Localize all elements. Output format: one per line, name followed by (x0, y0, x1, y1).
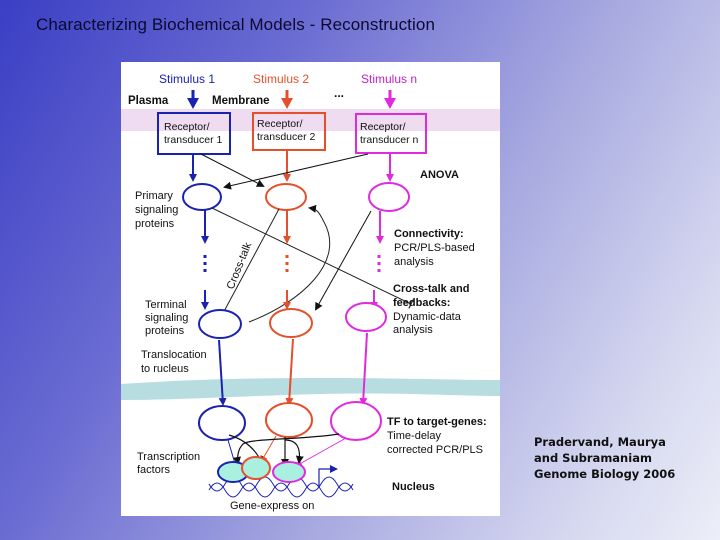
stimulus-n-label: Stimulus n (361, 72, 417, 86)
terminal-label-line2: signaling (145, 312, 188, 324)
dna-strand-1 (208, 482, 354, 498)
transcription-label-line1: Transcription (137, 451, 200, 463)
stimulus-ellipsis: ... (334, 86, 344, 100)
citation-line3: Genome Biology 2006 (534, 467, 676, 481)
tf-n (330, 401, 382, 441)
crosstalk-label: Cross-talk (225, 240, 255, 291)
pathway-diagram: Stimulus 1 Stimulus 2 Stimulus n ... Pla… (121, 72, 500, 512)
crosstalk-inhibit-1 (211, 207, 414, 309)
translocation-label-line1: Translocation (141, 349, 207, 361)
transcription-start-arrow (318, 465, 338, 488)
receptor-n-line1: Receptor/ (360, 121, 406, 133)
primary-label-line2: signaling (135, 204, 178, 216)
gene-expression-label: Gene-express on (230, 500, 314, 512)
tf-regulation-2 (233, 433, 340, 465)
nucleus-label: Nucleus (392, 481, 435, 493)
feedbacks-heading-line1: Cross-talk and (393, 283, 469, 295)
stimulus-2-label: Stimulus 2 (253, 72, 309, 86)
connectivity-line1: PCR/PLS-based (394, 242, 475, 254)
translocation-label-line2: to rucleus (141, 363, 189, 375)
receptor-1-line1: Receptor/ (164, 121, 210, 133)
terminal-protein-n (345, 302, 387, 332)
bound-tf-n (272, 461, 306, 483)
nuclear-membrane (121, 378, 500, 400)
receptor-2-line2: transducer 2 (257, 131, 316, 143)
terminal-label-line3: proteins (145, 325, 185, 337)
terminal-label-line1: Terminal (145, 299, 187, 311)
connectivity-heading: Connectivity: (394, 228, 464, 240)
receptor-n-to-primary-1-link (223, 153, 369, 190)
feedbacks-line1: Dynamic-data (393, 311, 462, 323)
anova-label: ANOVA (420, 169, 459, 181)
translocation-1-arrow (218, 339, 227, 406)
tf-regulation-4 (284, 439, 304, 464)
slide-title: Characterizing Biochemical Models - Reco… (36, 15, 435, 34)
plasma-label: Plasma (128, 95, 169, 107)
crosstalk-activate-n (315, 210, 372, 311)
primary-label-line3: proteins (135, 218, 175, 230)
tf-1 (198, 405, 246, 441)
feedback-curve (248, 204, 331, 323)
translocation-n-arrow (359, 332, 368, 406)
primary-protein-2 (265, 183, 307, 211)
transcription-label-line2: factors (137, 464, 171, 476)
membrane-label: Membrane (212, 95, 270, 107)
receptor-n-line2: transducer n (360, 134, 419, 146)
tf-target-line1: Time-delay (387, 430, 441, 442)
tf-target-heading: TF to target-genes: (387, 416, 487, 428)
tf-target-line2: corrected PCR/PLS (387, 444, 483, 456)
citation: Pradervand, Maurya and Subramaniam Genom… (534, 434, 675, 482)
citation-line2: and Subramaniam (534, 451, 652, 465)
tf-n-to-dna-arrow (294, 437, 347, 467)
feedbacks-line2: analysis (393, 324, 433, 336)
tf-2 (265, 402, 313, 438)
primary-protein-1 (182, 183, 222, 211)
translocation-2-arrow (285, 338, 294, 406)
terminal-protein-1 (198, 309, 242, 339)
citation-line1: Pradervand, Maurya (534, 435, 666, 449)
primary-label-line1: Primary (135, 190, 173, 202)
terminal-protein-2 (269, 308, 313, 338)
receptor-1-to-primary-2-link (200, 153, 265, 187)
connectivity-line2: analysis (394, 256, 434, 268)
primary-protein-n (368, 182, 410, 212)
stimulus-1-label: Stimulus 1 (159, 72, 215, 86)
bound-tf-2 (241, 456, 271, 480)
feedbacks-heading-line2: feedbacks: (393, 297, 450, 309)
receptor-2-line1: Receptor/ (257, 118, 303, 130)
diagram-panel: Stimulus 1 Stimulus 2 Stimulus n ... Pla… (121, 62, 500, 516)
receptor-1-line2: transducer 1 (164, 134, 223, 146)
crosstalk-inhibit-2 (216, 208, 280, 320)
receptor-2-box (252, 112, 326, 151)
